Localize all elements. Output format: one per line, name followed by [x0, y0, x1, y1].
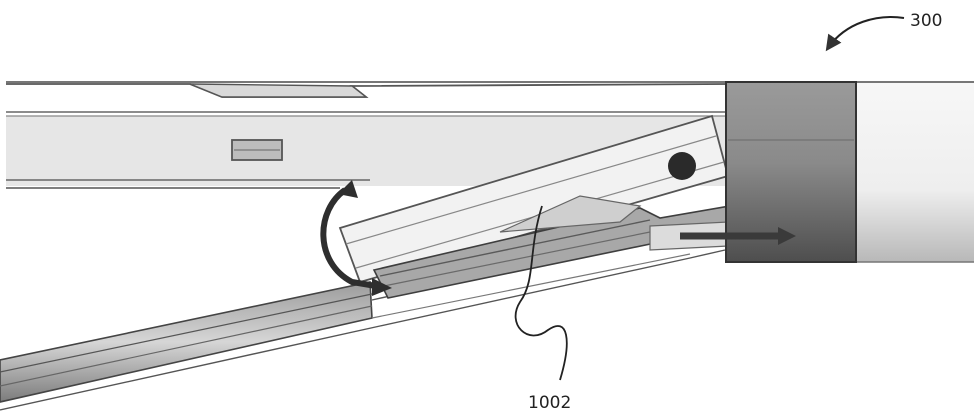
- reference-label-1002: 1002: [528, 393, 571, 413]
- reference-label-300: 300: [910, 11, 942, 31]
- leader-lines: [514, 16, 905, 381]
- outer-sleeve: [725, 81, 974, 263]
- motion-arrows: [320, 180, 796, 296]
- leader-300: [825, 16, 905, 52]
- leader-1002: [514, 205, 568, 381]
- pivot-pin: [668, 152, 696, 180]
- sleeve-collar: [725, 81, 857, 263]
- curved-rotation-arrow: [320, 187, 377, 289]
